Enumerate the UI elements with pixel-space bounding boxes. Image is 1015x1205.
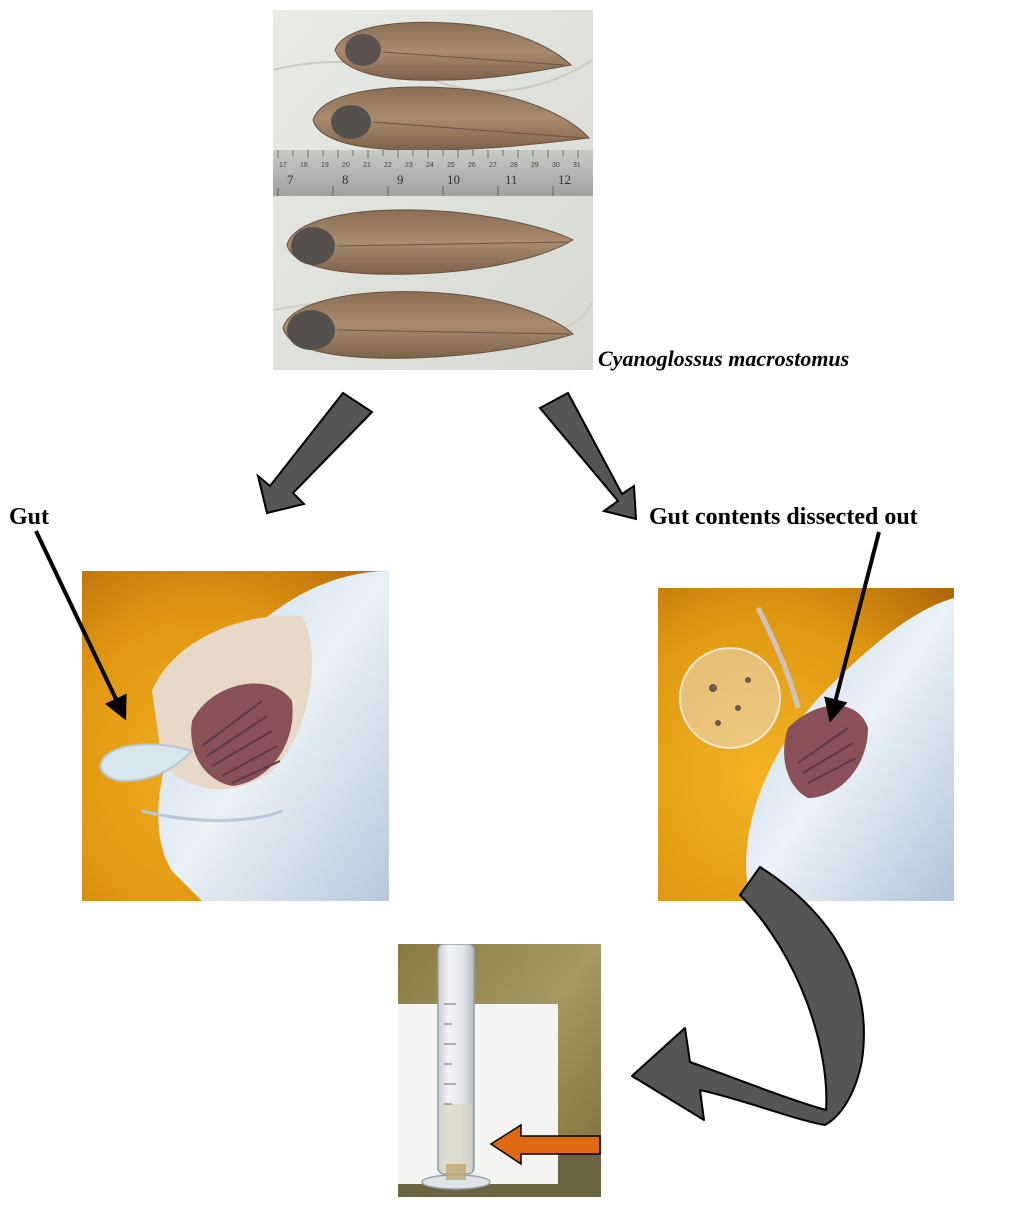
pointer-arrow-icon: [831, 532, 879, 718]
flow-arrow-icon: [540, 393, 636, 519]
orange-arrow-icon: [491, 1125, 600, 1164]
pointer-arrow-icon: [36, 531, 124, 716]
flow-arrow-icon: [258, 393, 372, 513]
curved-flow-arrow-icon: [632, 867, 864, 1125]
